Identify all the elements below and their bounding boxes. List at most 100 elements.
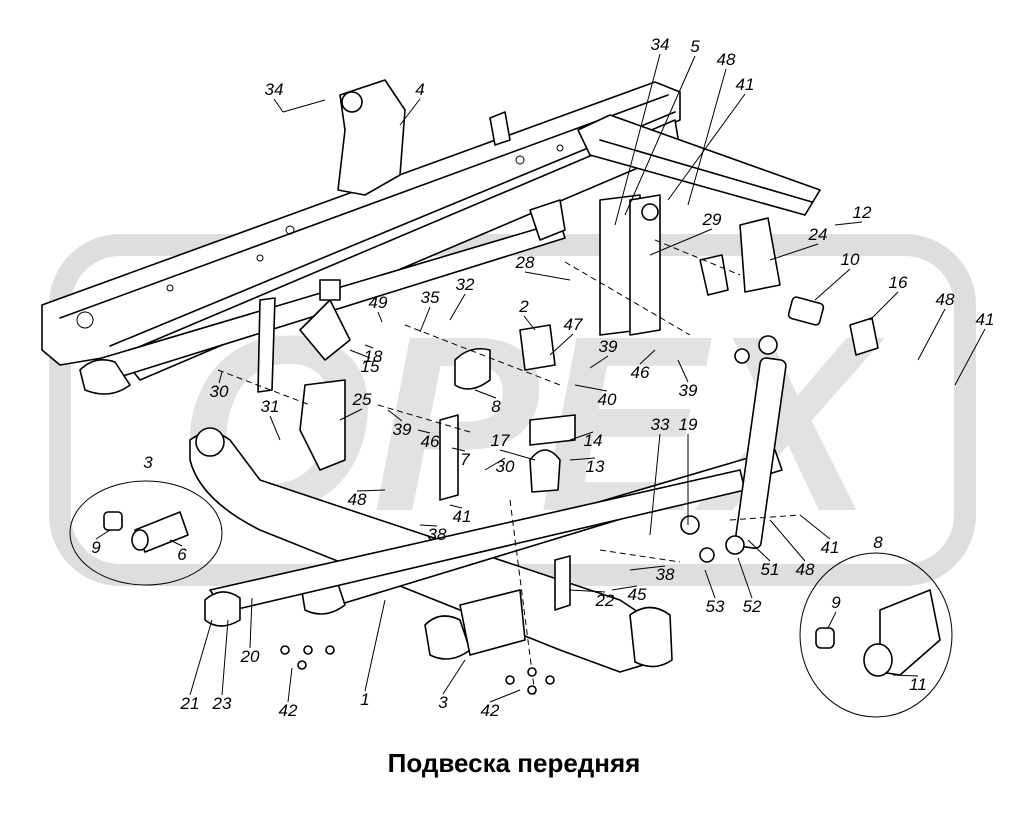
leader-c7 (451, 447, 466, 452)
leader-c49 (377, 311, 383, 323)
callout-c30b: 30 (496, 457, 515, 476)
leader-c9b (827, 611, 837, 629)
leader-c38b (629, 565, 666, 571)
leader-c48c (356, 489, 386, 492)
callout-c41b: 41 (976, 310, 995, 329)
leader-c13 (569, 457, 596, 461)
callout-c12: 12 (853, 203, 872, 222)
callout-c28: 28 (515, 253, 535, 272)
leader-c11 (892, 674, 919, 677)
callout-c2: 2 (518, 297, 529, 316)
leader-c30a (218, 371, 223, 384)
callout-c18: 18 (364, 347, 383, 366)
callout-c46b: 46 (421, 432, 440, 451)
callout-c16: 16 (889, 273, 908, 292)
callout-c41c: 41 (453, 507, 472, 526)
callout-c15: 15 (361, 357, 380, 376)
leader-c41d (799, 514, 831, 540)
leader-c5 (624, 55, 696, 216)
leader-c16 (869, 291, 899, 321)
leader-c3b (442, 659, 466, 695)
leader-c21 (189, 619, 213, 696)
callout-c4: 4 (415, 80, 424, 99)
callout-c34b: 34 (651, 35, 670, 54)
callout-c30a: 30 (210, 382, 229, 401)
leader-c48b (917, 308, 946, 361)
callout-c13: 13 (586, 457, 605, 476)
callout-c31: 31 (261, 397, 280, 416)
callout-c20: 20 (240, 647, 260, 666)
leader-c8a (474, 389, 497, 399)
leader-c30b (484, 457, 506, 471)
leader-c23 (221, 619, 229, 696)
leader-c41c (449, 504, 463, 509)
callout-c41d: 41 (821, 538, 840, 557)
callout-c48a: 48 (717, 50, 736, 69)
callout-c23: 23 (212, 694, 232, 713)
leader-c28 (524, 271, 571, 281)
callout-c25: 25 (352, 390, 372, 409)
exploded-view-drawing: OPEX (41, 35, 994, 720)
detail-view-3 (69, 480, 223, 586)
leader-c12 (834, 221, 863, 226)
callout-c10: 10 (841, 250, 860, 269)
callout-c1: 1 (360, 690, 369, 709)
callout-c46a: 46 (631, 363, 650, 382)
leader-c14 (569, 431, 594, 441)
callout-c52: 52 (743, 597, 762, 616)
callout-c53: 53 (706, 597, 725, 616)
callout-c7: 7 (460, 450, 470, 469)
leader-c34a (273, 98, 284, 113)
callout-c38a: 38 (428, 525, 447, 544)
callout-c38b: 38 (656, 565, 675, 584)
callout-c21: 21 (180, 694, 200, 713)
callout-c17: 17 (491, 431, 510, 450)
callout-c48b: 48 (936, 290, 955, 309)
leader-c39a (589, 355, 609, 369)
leader-c17 (499, 449, 536, 461)
leader-c48a (687, 68, 727, 206)
callout-c47: 47 (564, 315, 583, 334)
nuts-42 (280, 645, 555, 695)
leader-c42b (489, 689, 521, 703)
callout-c48d: 48 (796, 560, 815, 579)
shock-absorber (734, 335, 787, 550)
leader-c38a (419, 524, 438, 527)
leader-c9a (95, 529, 111, 540)
callout-c42a: 42 (279, 701, 298, 720)
callout-c22: 22 (595, 591, 615, 610)
leader-c6 (169, 539, 183, 547)
leader-c40 (574, 384, 608, 392)
detail-view-8 (799, 552, 953, 718)
callout-c3b: 3 (438, 693, 448, 712)
callout-c9b: 9 (831, 593, 841, 612)
callout-c42b: 42 (481, 701, 500, 720)
leader-c18 (364, 344, 374, 349)
callout-c8a: 8 (491, 397, 501, 416)
callout-c39c: 39 (393, 420, 412, 439)
callout-c8b: 8 (873, 533, 883, 552)
leader-c46b (417, 429, 431, 434)
leader-c24 (769, 243, 819, 261)
leader-c29 (649, 228, 713, 256)
callout-c32: 32 (456, 275, 475, 294)
callout-c49: 49 (369, 293, 388, 312)
leader-c51 (747, 539, 771, 562)
leader-c31 (269, 415, 281, 441)
leader-c46a (639, 349, 656, 365)
callout-c39b: 39 (679, 381, 698, 400)
leader-c48d (769, 519, 806, 562)
callout-leaders (95, 53, 986, 703)
leader-c45 (611, 585, 638, 591)
diagram-caption: Подвеска передняя (387, 748, 641, 778)
leader-c1 (364, 599, 386, 692)
lower-leaf-spring (204, 449, 783, 627)
leader-c15 (349, 349, 371, 359)
leader-c22 (569, 589, 606, 593)
assembly-lines (217, 239, 801, 696)
callout-c24: 24 (808, 225, 828, 244)
leader-c53 (704, 569, 716, 599)
leader-c39b (677, 359, 689, 383)
leader-c41b (954, 328, 986, 386)
